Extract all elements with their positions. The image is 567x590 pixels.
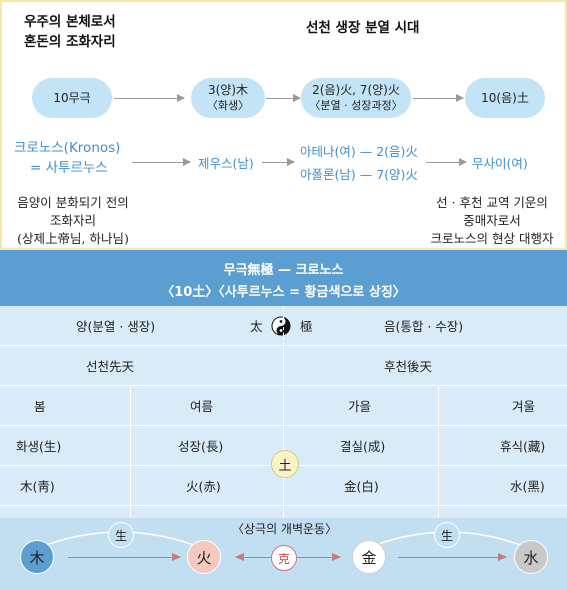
element-wood: 木(靑) xyxy=(20,479,55,494)
arrow-right xyxy=(426,158,467,166)
phase-fruition: 결실(成) xyxy=(340,439,386,454)
muse-label: 무사이(여) xyxy=(472,156,528,171)
season-spring: 봄 xyxy=(34,399,46,414)
tae-char: 太 xyxy=(250,319,263,334)
left-note-line-1: 음양이 분화되기 전의 xyxy=(17,195,129,210)
ke-badge: 克 xyxy=(271,545,297,571)
stage-sub: 〈화생〉 xyxy=(206,99,250,112)
right-note-line-2: 중매자로서 xyxy=(463,213,521,228)
element-fire: 火(赤) xyxy=(186,479,221,494)
stage-main: 2(음)火, 7(양)火 xyxy=(312,83,400,97)
flow-wood: 木 xyxy=(20,540,54,574)
geuk-char: 極 xyxy=(300,319,313,334)
phase-growth: 성장(長) xyxy=(178,439,224,454)
stage-wood: 3(양)木 〈화생〉 xyxy=(191,78,265,118)
era-later-heaven: 후천後天 xyxy=(384,359,433,374)
left-note-line-2: 조화자리 xyxy=(49,213,96,228)
arrow-wood-to-fire xyxy=(68,553,181,561)
cosmology-flow-panel: 우주의 본체로서 혼돈의 조화자리 선천 생장 분열 시대 10무극 3(양)木… xyxy=(0,0,567,250)
movement-title: 〈상극의 개벽운동〉 xyxy=(232,521,338,536)
stage-sub: 〈분열 · 성장과정〉 xyxy=(309,99,403,112)
five-elements-table: 무극無極 — 크로노스 〈10土〉〈사투르누스 = 황금색으로 상징〉 양(분열… xyxy=(0,250,567,590)
element-metal: 金(白) xyxy=(344,479,379,494)
season-winter: 겨울 xyxy=(512,399,536,414)
divider-right-season xyxy=(438,386,439,548)
season-autumn: 가을 xyxy=(348,399,372,414)
right-note-line-3: 크로노스의 현상 대행자 xyxy=(430,231,554,246)
stage-main: 10(음)土 xyxy=(481,90,529,105)
right-note-line-1: 선 · 후천 교역 기운의 xyxy=(436,195,548,210)
stage-fire: 2(음)火, 7(양)火 〈분열 · 성장과정〉 xyxy=(301,78,411,118)
yin-label: 음(통합 · 수장) xyxy=(384,319,464,334)
arrow-right xyxy=(114,94,185,102)
zeus-label: 제우스(남) xyxy=(198,156,254,171)
header-line-2: 〈10土〉〈사투르누스 = 황금색으로 상징〉 xyxy=(161,285,406,300)
yang-label: 양(분열 · 생장) xyxy=(76,319,156,334)
taegeuk-symbol-icon xyxy=(271,306,291,345)
athena-label: 아테나(여) — 2(음)火 xyxy=(300,144,418,159)
stage-mugeuk: 10무극 xyxy=(32,78,112,118)
left-title-line-2: 혼돈의 조화자리 xyxy=(24,34,116,50)
right-title: 선천 생장 분열 시대 xyxy=(306,20,420,36)
stage-earth: 10(음)土 xyxy=(465,78,545,118)
left-title-line-1: 우주의 본체로서 xyxy=(24,14,116,30)
arrow-right xyxy=(262,158,295,166)
kronos-label: 크로노스(Kronos) xyxy=(14,140,121,156)
stage-main: 3(양)木 xyxy=(207,83,249,97)
earth-circle: 土 xyxy=(271,450,299,478)
left-note-line-3: (상제上帝님, 하나님) xyxy=(17,231,129,246)
divider-left-season xyxy=(130,386,131,548)
arrow-right xyxy=(132,158,191,166)
flow-fire: 火 xyxy=(187,540,221,574)
apollo-label: 아폴론(남) — 7(양)火 xyxy=(300,167,418,182)
arrow-metal-to-water xyxy=(398,553,507,561)
flow-water: 水 xyxy=(514,540,548,574)
dashed-divider xyxy=(283,306,284,346)
sheng-badge-left: 生 xyxy=(108,522,134,548)
divider-center xyxy=(283,346,284,548)
header-line-1: 무극無極 — 크로노스 xyxy=(223,263,344,278)
era-early-heaven: 선천先天 xyxy=(86,359,135,374)
sheng-badge-right: 生 xyxy=(434,522,460,548)
phase-birth: 화생(生) xyxy=(16,439,62,454)
table-header: 무극無極 — 크로노스 〈10土〉〈사투르누스 = 황금색으로 상징〉 xyxy=(0,250,567,306)
stage-main: 10무극 xyxy=(53,90,91,105)
flow-metal: 金 xyxy=(352,540,386,574)
arrow-right xyxy=(413,94,464,102)
phase-rest: 휴식(藏) xyxy=(500,439,546,454)
saturnus-label: = 사투르누스 xyxy=(30,160,108,176)
arrow-right xyxy=(266,94,301,102)
season-summer: 여름 xyxy=(190,399,214,414)
element-water: 水(黑) xyxy=(510,479,545,494)
